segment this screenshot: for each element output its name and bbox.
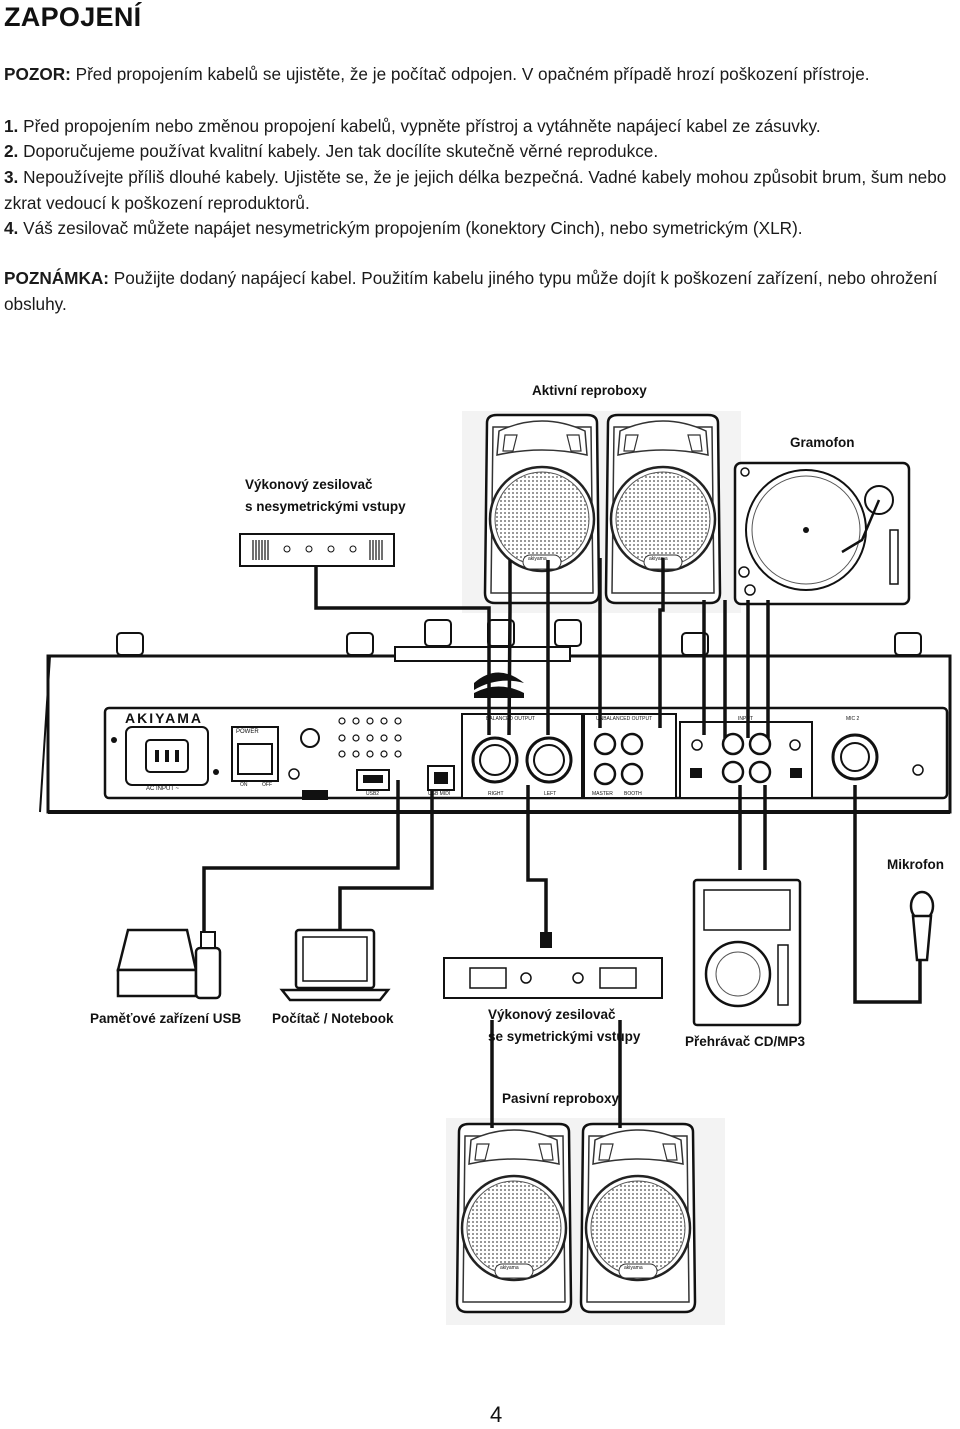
note-paragraph: POZNÁMKA: Použijte dodaný napájecí kabel…	[4, 266, 956, 317]
page-number: 4	[490, 1402, 503, 1427]
step-number: 4.	[4, 218, 19, 238]
step-number: 1.	[4, 116, 19, 136]
panel-on-label: ON	[240, 782, 248, 788]
speaker-badge: akiyama	[649, 556, 668, 562]
warning-label: POZOR:	[4, 64, 71, 84]
panel-power-label: POWER	[236, 729, 259, 735]
panel-booth-label: BOOTH	[624, 791, 642, 797]
mixer-rear-panel	[39, 619, 952, 814]
step-4: 4. Váš zesilovač můžete napájet nesymetr…	[4, 216, 956, 242]
panel-right-label: RIGHT	[488, 791, 504, 797]
panel-balanced-output-label: BALANCED OUTPUT	[486, 716, 535, 722]
step-1: 1. Před propojením nebo změnou propojení…	[4, 114, 956, 140]
label-usb-storage: Paměťové zařízení USB	[90, 1011, 242, 1026]
label-microphone: Mikrofon	[887, 857, 944, 872]
laptop-drawing	[279, 928, 391, 1002]
turntable-drawing	[733, 461, 911, 606]
panel-ac-input-label: AC INPUT ~	[146, 786, 180, 792]
step-2: 2. Doporučujeme používat kvalitní kabely…	[4, 139, 956, 165]
panel-off-label: OFF	[262, 782, 272, 788]
cd-player-drawing	[692, 878, 802, 1027]
note-text: Použijte dodaný napájecí kabel. Použitím…	[4, 268, 938, 314]
step-text: Nepoužívejte příliš dlouhé kabely. Ujist…	[4, 167, 947, 213]
warning-text: Před propojením kabelů se ujistěte, že j…	[70, 64, 870, 84]
label-computer: Počítač / Notebook	[272, 1011, 394, 1026]
label-amp-unbalanced-line2: s nesymetrickými vstupy	[245, 499, 406, 514]
microphone-drawing	[909, 890, 935, 962]
label-passive-speakers: Pasivní reproboxy	[502, 1091, 620, 1106]
step-number: 3.	[4, 167, 19, 187]
balanced-amp-drawing	[443, 932, 663, 999]
label-amp-unbalanced-line1: Výkonový zesilovač	[245, 477, 373, 492]
warning-paragraph: POZOR: Před propojením kabelů se ujistět…	[4, 62, 956, 88]
label-turntable: Gramofon	[790, 435, 855, 450]
panel-usb2-label: USB2	[366, 791, 380, 797]
step-text: Před propojením nebo změnou propojení ka…	[18, 116, 821, 136]
panel-master-label: MASTER	[592, 791, 613, 797]
panel-left-label: LEFT	[544, 791, 557, 797]
label-active-speakers: Aktivní reproboxy	[532, 383, 647, 398]
step-text: Doporučujeme používat kvalitní kabely. J…	[18, 141, 659, 161]
panel-input-label: INPUT	[738, 716, 753, 722]
speaker-badge: akiyama	[528, 556, 547, 562]
label-amp-balanced-line2: se symetrickými vstupy	[488, 1029, 641, 1044]
label-amp-balanced-line1: Výkonový zesilovač	[488, 1007, 616, 1022]
note-label: POZNÁMKA:	[4, 268, 110, 288]
step-text: Váš zesilovač můžete napájet nesymetrick…	[18, 218, 803, 238]
speaker-badge: akiyama	[500, 1265, 519, 1271]
panel-unbalanced-output-label: UNBALANCED OUTPUT	[596, 716, 653, 722]
usb-storage-drawing	[116, 928, 222, 1000]
panel-brand: AKIYAMA	[125, 710, 204, 726]
panel-usb-midi-label: USB MIDI	[428, 791, 451, 797]
speaker-badge: akiyama	[624, 1265, 643, 1271]
panel-mic2-label: MIC 2	[846, 716, 860, 722]
unbalanced-amp-drawing	[239, 533, 395, 567]
step-number: 2.	[4, 141, 19, 161]
page-title: ZAPOJENÍ	[4, 2, 142, 32]
step-3: 3. Nepoužívejte příliš dlouhé kabely. Uj…	[4, 165, 956, 216]
label-cd-player: Přehrávač CD/MP3	[685, 1034, 806, 1049]
